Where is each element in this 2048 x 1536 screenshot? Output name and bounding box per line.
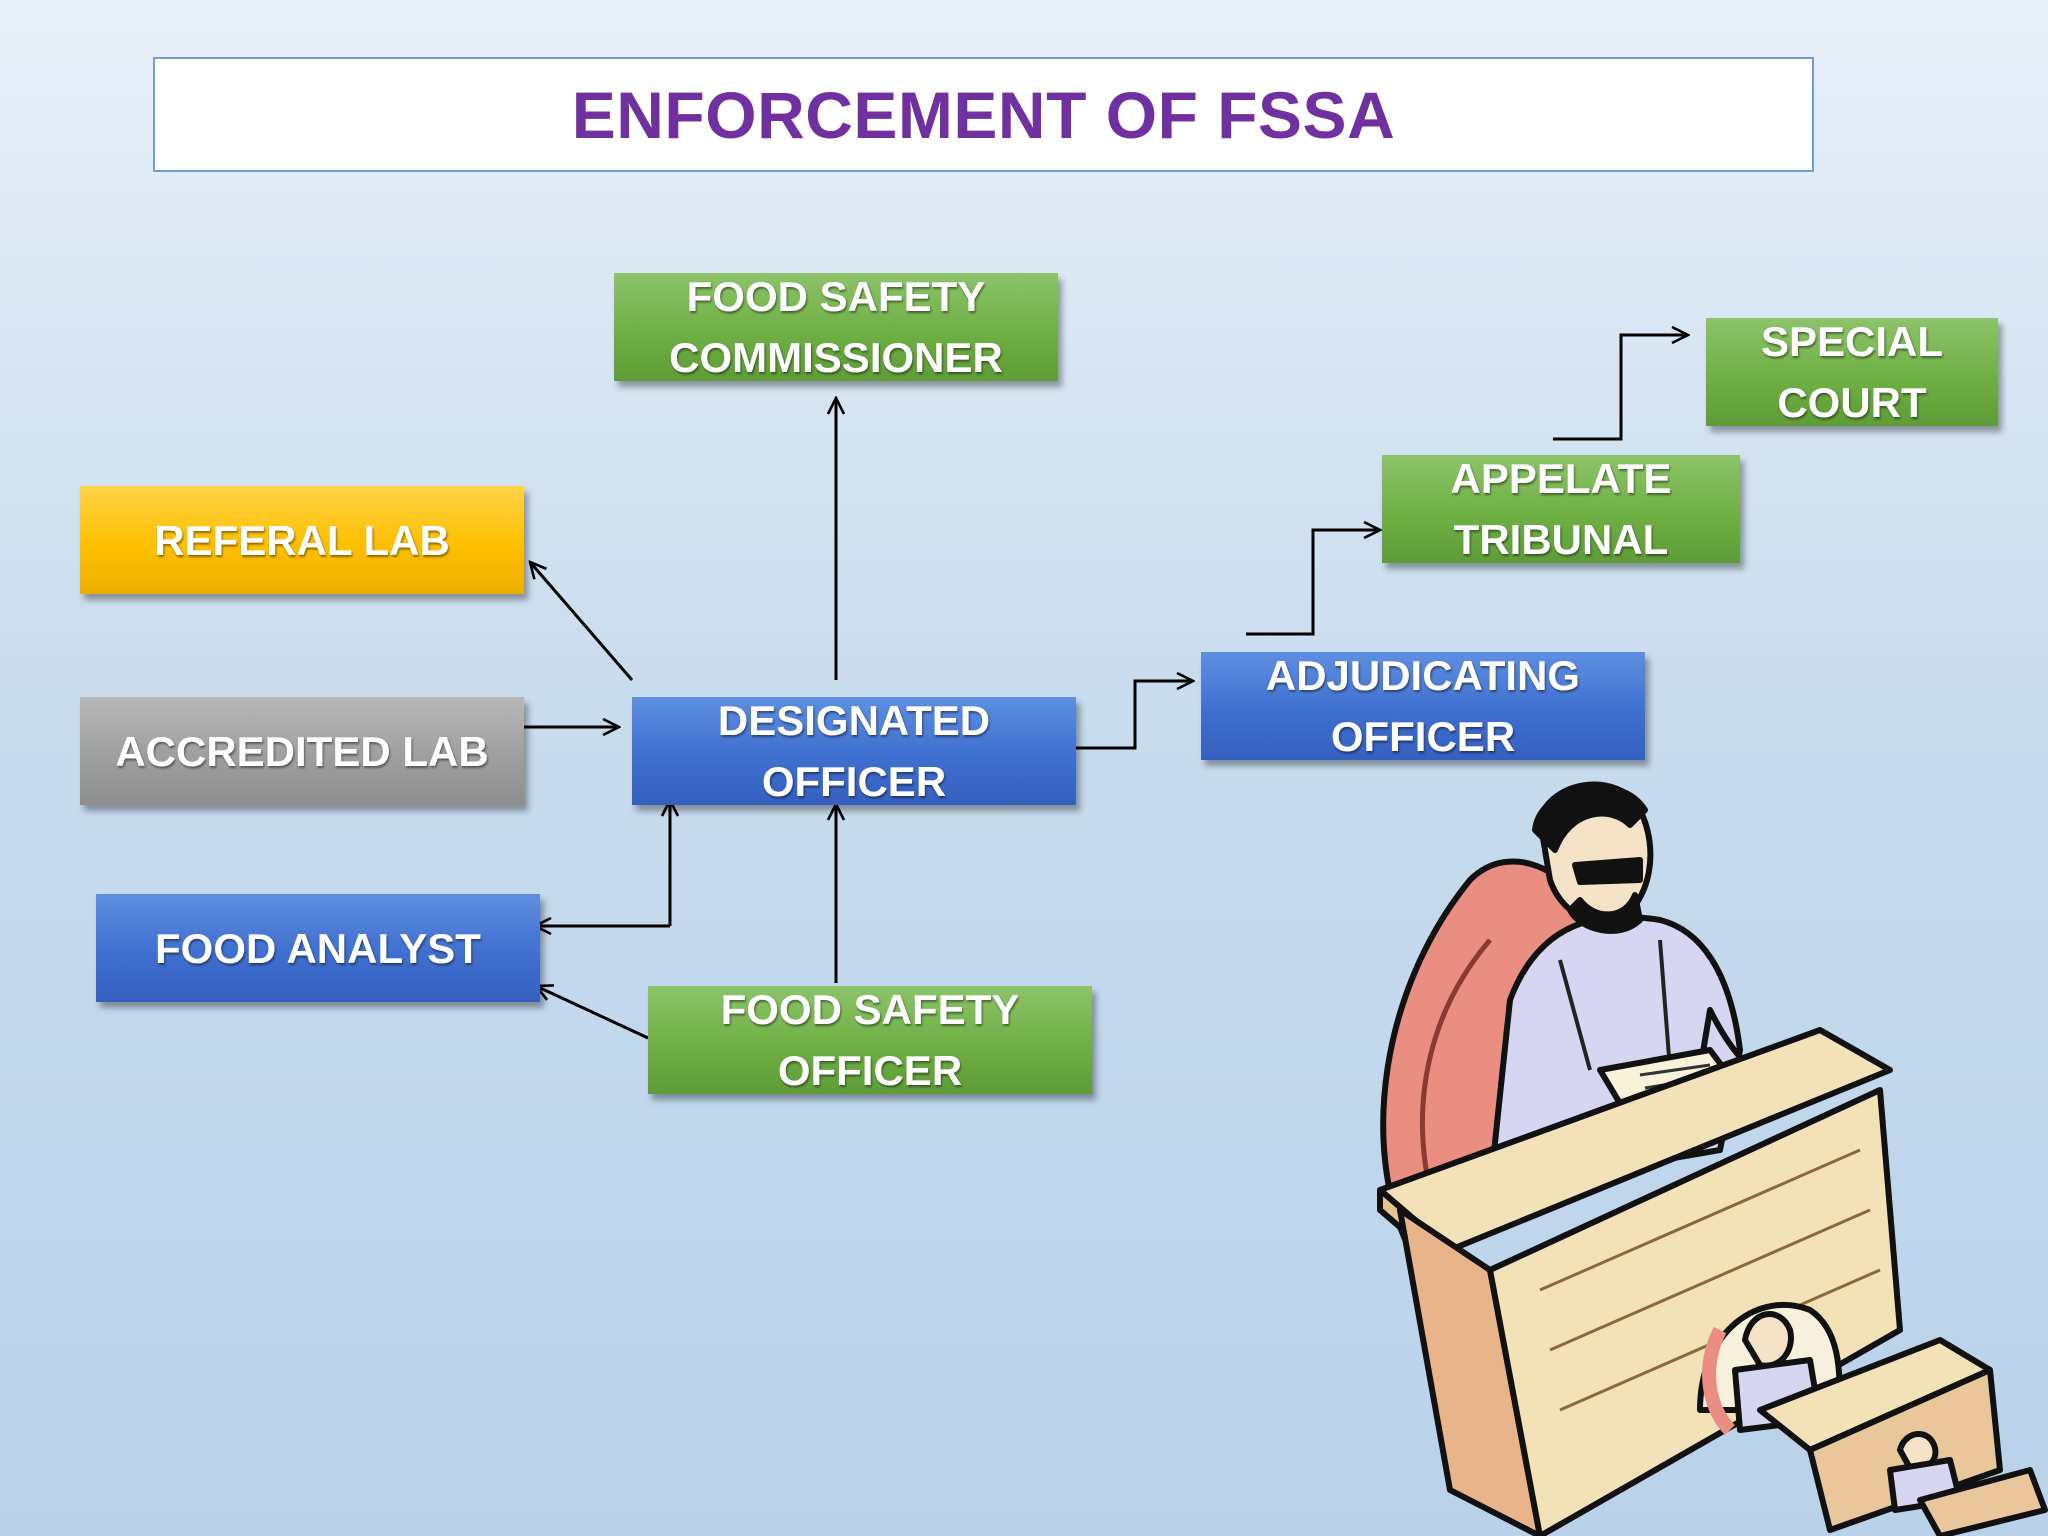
title-box: ENFORCEMENT OF FSSA xyxy=(153,57,1814,172)
arrow-designated-to-adjudicating xyxy=(1076,681,1193,750)
node-adjudicating-officer: ADJUDICATING OFFICER xyxy=(1201,652,1645,760)
node-label-line-2: COMMISSIONER xyxy=(669,334,1003,381)
node-special-court: SPECIAL COURT xyxy=(1706,318,1998,426)
node-label-line-2: OFFICER xyxy=(1330,713,1516,760)
node-referal-lab: REFERAL LAB xyxy=(80,486,524,594)
desk-front xyxy=(1397,1207,1543,1536)
node-accredited-lab: ACCREDITED LAB xyxy=(80,697,524,805)
page-title: ENFORCEMENT OF FSSA xyxy=(571,77,1396,152)
node-label: REFERAL LAB xyxy=(154,516,450,564)
desk-side xyxy=(1487,1087,1903,1536)
third-desk xyxy=(1917,1467,2048,1536)
node-label-line-2: OFFICER xyxy=(761,758,947,805)
node-label-line-2: TRIBUNAL xyxy=(1453,516,1669,563)
node-label: ACCREDITED LAB xyxy=(115,727,489,775)
node-label-line-2: OFFICER xyxy=(777,1047,963,1094)
node-appelate-tribunal: APPELATE TRIBUNAL xyxy=(1382,455,1740,563)
node-label-line-1: DESIGNATED xyxy=(717,697,991,744)
bureaucrat-at-desk-illustration xyxy=(1377,781,2048,1536)
node-label-line-1: SPECIAL xyxy=(1760,318,1944,365)
arrow-food-safety-officer-to-analyst xyxy=(536,986,649,1040)
arrow-adjudicating-to-tribunal xyxy=(1246,530,1380,636)
node-label: FOOD ANALYST xyxy=(155,924,481,972)
arrow-designated-to-referal-lab xyxy=(530,562,634,681)
arrow-tribunal-to-special-court xyxy=(1553,335,1688,441)
node-label-line-1: FOOD SAFETY xyxy=(686,273,986,320)
node-food-safety-officer: FOOD SAFETY OFFICER xyxy=(648,986,1092,1094)
node-designated-officer: DESIGNATED OFFICER xyxy=(632,697,1076,805)
node-label-line-1: APPELATE xyxy=(1450,455,1672,502)
node-label-line-2: COURT xyxy=(1777,379,1927,426)
node-food-analyst: FOOD ANALYST xyxy=(96,894,540,1002)
node-label-line-1: ADJUDICATING xyxy=(1265,652,1581,699)
node-label-line-1: FOOD SAFETY xyxy=(720,986,1020,1033)
node-food-safety-commissioner: FOOD SAFETY COMMISSIONER xyxy=(614,273,1058,381)
